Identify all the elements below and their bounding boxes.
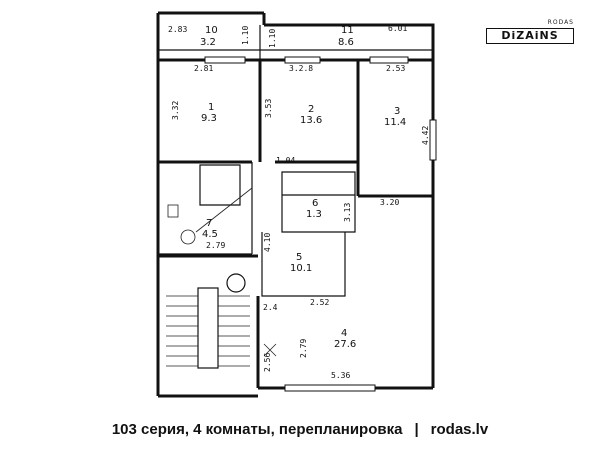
room-4-number: 4 — [341, 328, 347, 339]
room-11-area: 8.6 — [338, 37, 354, 48]
dim-label: 2.79 — [299, 339, 308, 358]
dim-label: 1.10 — [241, 26, 250, 45]
room-6-number: 6 — [312, 198, 318, 209]
sink-fixture — [167, 204, 179, 218]
room-11-number: 11 — [341, 25, 354, 36]
dim-label: 5.36 — [331, 371, 350, 380]
room-5-number: 5 — [296, 252, 302, 263]
dim-label: 2.81 — [194, 64, 213, 73]
rodas-logo: RODAS DiZAiNS — [486, 19, 574, 44]
dim-label: 3.13 — [343, 203, 352, 222]
room-2-area: 13.6 — [300, 115, 322, 126]
stair-block — [166, 273, 250, 369]
room-2-number: 2 — [308, 104, 314, 115]
caption-separator: | — [414, 421, 419, 438]
room-10-number: 10 — [205, 25, 218, 36]
window-right-room3 — [429, 119, 437, 161]
dim-label: 3.53 — [264, 99, 273, 118]
window-bottom-living — [284, 384, 376, 392]
caption-series: 103 серия, 4 комнаты, перепланировка — [111, 421, 403, 438]
dim-label: 3.32 — [171, 101, 180, 120]
room-10-area: 3.2 — [200, 37, 216, 48]
room-1-number: 1 — [208, 102, 214, 113]
room-4-area: 27.6 — [334, 339, 356, 350]
dim-label: 1.10 — [268, 29, 277, 48]
caption: 103 серия, 4 комнаты, перепланировка | rod… — [0, 421, 600, 438]
bath-diagonal — [195, 187, 253, 233]
caption-site: rodas.lv — [430, 421, 489, 438]
window-balcony-right — [369, 56, 409, 64]
window-balcony-mid — [284, 56, 321, 64]
room-6-area: 1.3 — [306, 209, 322, 220]
stair-outline — [158, 254, 258, 398]
room-3-area: 11.4 — [384, 117, 406, 128]
dim-label: 2.79 — [206, 241, 225, 250]
dim-label: 1.04 — [276, 156, 295, 165]
dim-label: 2.4 — [263, 303, 278, 312]
balcony-divider — [158, 25, 433, 60]
wall-corridor — [261, 232, 346, 297]
logo-main-text: DiZAiNS — [486, 28, 574, 44]
dim-label: 6.01 — [388, 24, 407, 33]
wall-kitchen-niche — [199, 164, 241, 206]
toilet-fixture — [180, 229, 196, 245]
dim-label: 3.2.8 — [289, 64, 313, 73]
room-3-number: 3 — [394, 106, 400, 117]
dim-label: 4.10 — [263, 233, 272, 252]
room-7-area: 4.5 — [202, 229, 218, 240]
dim-label: 3.20 — [380, 198, 399, 207]
wall-wc-box — [281, 171, 356, 233]
outer-wall-balcony-right — [264, 23, 435, 60]
dim-label: 4.42 — [421, 126, 430, 145]
dim-label: 2.53 — [386, 64, 405, 73]
outer-wall-north-balcony — [156, 11, 266, 60]
dim-label: 2.52 — [310, 298, 329, 307]
dim-label: 2.83 — [168, 25, 187, 34]
door-swing-4b — [263, 343, 277, 357]
room-7-number: 7 — [206, 218, 212, 229]
room-1-area: 9.3 — [201, 113, 217, 124]
room-5-area: 10.1 — [290, 263, 312, 274]
dim-label: 2.56 — [263, 353, 272, 372]
logo-top-text: RODAS — [547, 19, 574, 26]
window-balcony-left — [204, 56, 246, 64]
